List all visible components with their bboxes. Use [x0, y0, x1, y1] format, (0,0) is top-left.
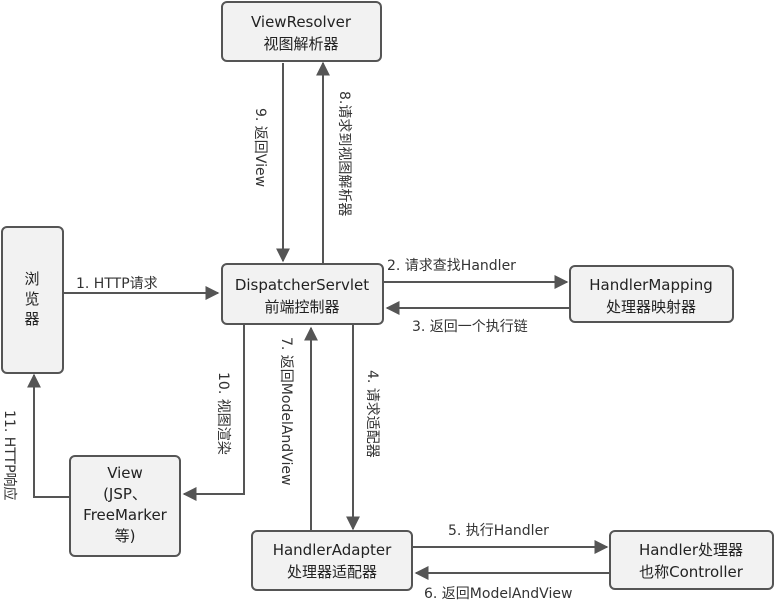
edge-label-execute-handler: 5. 执行Handler — [448, 523, 549, 539]
view-node: View (JSP、 FreeMarker 等) — [69, 455, 181, 557]
browser-char-3: 器 — [24, 310, 39, 328]
edge-label-return-mav-7: 7. 返回ModelAndView — [278, 337, 294, 485]
handler-mapping-title: HandlerMapping — [589, 276, 712, 294]
edge-label-return-mav-6: 6. 返回ModelAndView — [424, 586, 572, 602]
handler-title: Handler处理器 — [639, 541, 743, 559]
edge-label-http-request: 1. HTTP请求 — [76, 276, 158, 292]
view-resolver-title: ViewResolver — [251, 13, 352, 31]
handler-adapter-subtitle: 处理器适配器 — [287, 563, 377, 581]
view-line-3: FreeMarker — [83, 506, 168, 524]
view-resolver-node: ViewResolver 视图解析器 — [221, 1, 382, 62]
edge-label-http-response: 11. HTTP响应 — [1, 410, 18, 501]
dispatcher-title: DispatcherServlet — [235, 276, 369, 294]
edge-http-response — [27, 373, 70, 498]
browser-node: 浏 览 器 — [1, 226, 64, 374]
edge-label-find-handler: 2. 请求查找Handler — [387, 258, 516, 274]
dispatcher-servlet-node: DispatcherServlet 前端控制器 — [221, 263, 384, 325]
view-line-4: 等) — [115, 527, 136, 545]
edge-label-request-adapter: 4. 请求适配器 — [364, 370, 380, 458]
edge-label-render-view: 10. 视图渲染 — [215, 372, 231, 455]
edge-label-return-chain: 3. 返回一个执行链 — [412, 319, 528, 335]
browser-char-1: 浏 — [24, 270, 39, 288]
handler-mapping-node: HandlerMapping 处理器映射器 — [569, 265, 734, 323]
edge-render-view — [182, 325, 245, 501]
handler-node: Handler处理器 也称Controller — [609, 530, 774, 590]
dispatcher-subtitle: 前端控制器 — [264, 298, 339, 316]
handler-adapter-node: HandlerAdapter 处理器适配器 — [251, 530, 413, 591]
view-resolver-subtitle: 视图解析器 — [263, 35, 338, 53]
edge-label-return-view: 9. 返回View — [252, 108, 268, 187]
handler-adapter-title: HandlerAdapter — [273, 541, 392, 559]
handler-mapping-subtitle: 处理器映射器 — [606, 298, 696, 316]
view-line-2: (JSP、 — [103, 485, 147, 503]
handler-subtitle: 也称Controller — [639, 563, 744, 581]
edge-label-to-view-resolver: 8.请求到视图解析器 — [336, 91, 352, 216]
browser-char-2: 览 — [24, 290, 39, 308]
view-title: View — [107, 464, 143, 482]
